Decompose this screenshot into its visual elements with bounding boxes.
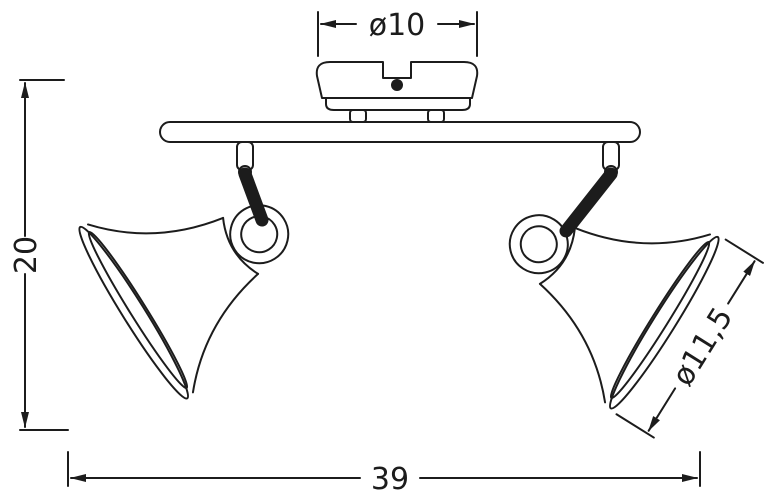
canopy-screw-right [427, 109, 445, 123]
canopy-body [315, 61, 479, 99]
ceiling-canopy [315, 61, 479, 123]
dim-label-canopy-diameter: ø10 [369, 8, 426, 43]
dimension-overall-height: 20 [9, 79, 69, 431]
right-arm [559, 167, 618, 238]
dim-label-overall-width: 39 [371, 462, 409, 497]
dimension-line [727, 260, 756, 305]
extension-line [724, 238, 764, 264]
left-arm [238, 167, 269, 227]
dimension-line [647, 387, 677, 432]
canopy-lip [325, 97, 471, 111]
dimension-overall-width: 39 [67, 451, 701, 497]
extension-line [615, 413, 655, 439]
dimension-canopy-diameter: ø10 [317, 8, 478, 57]
cable-hole-dot [391, 79, 403, 91]
left-spotlight [69, 132, 339, 406]
left-shade [69, 132, 339, 406]
canopy-screw-left [349, 109, 367, 123]
right-spotlight [459, 141, 729, 416]
dim-label-overall-height: 20 [9, 236, 44, 274]
mounting-bar [159, 121, 641, 143]
dim-label-shade-diameter: ø11,5 [665, 301, 740, 392]
